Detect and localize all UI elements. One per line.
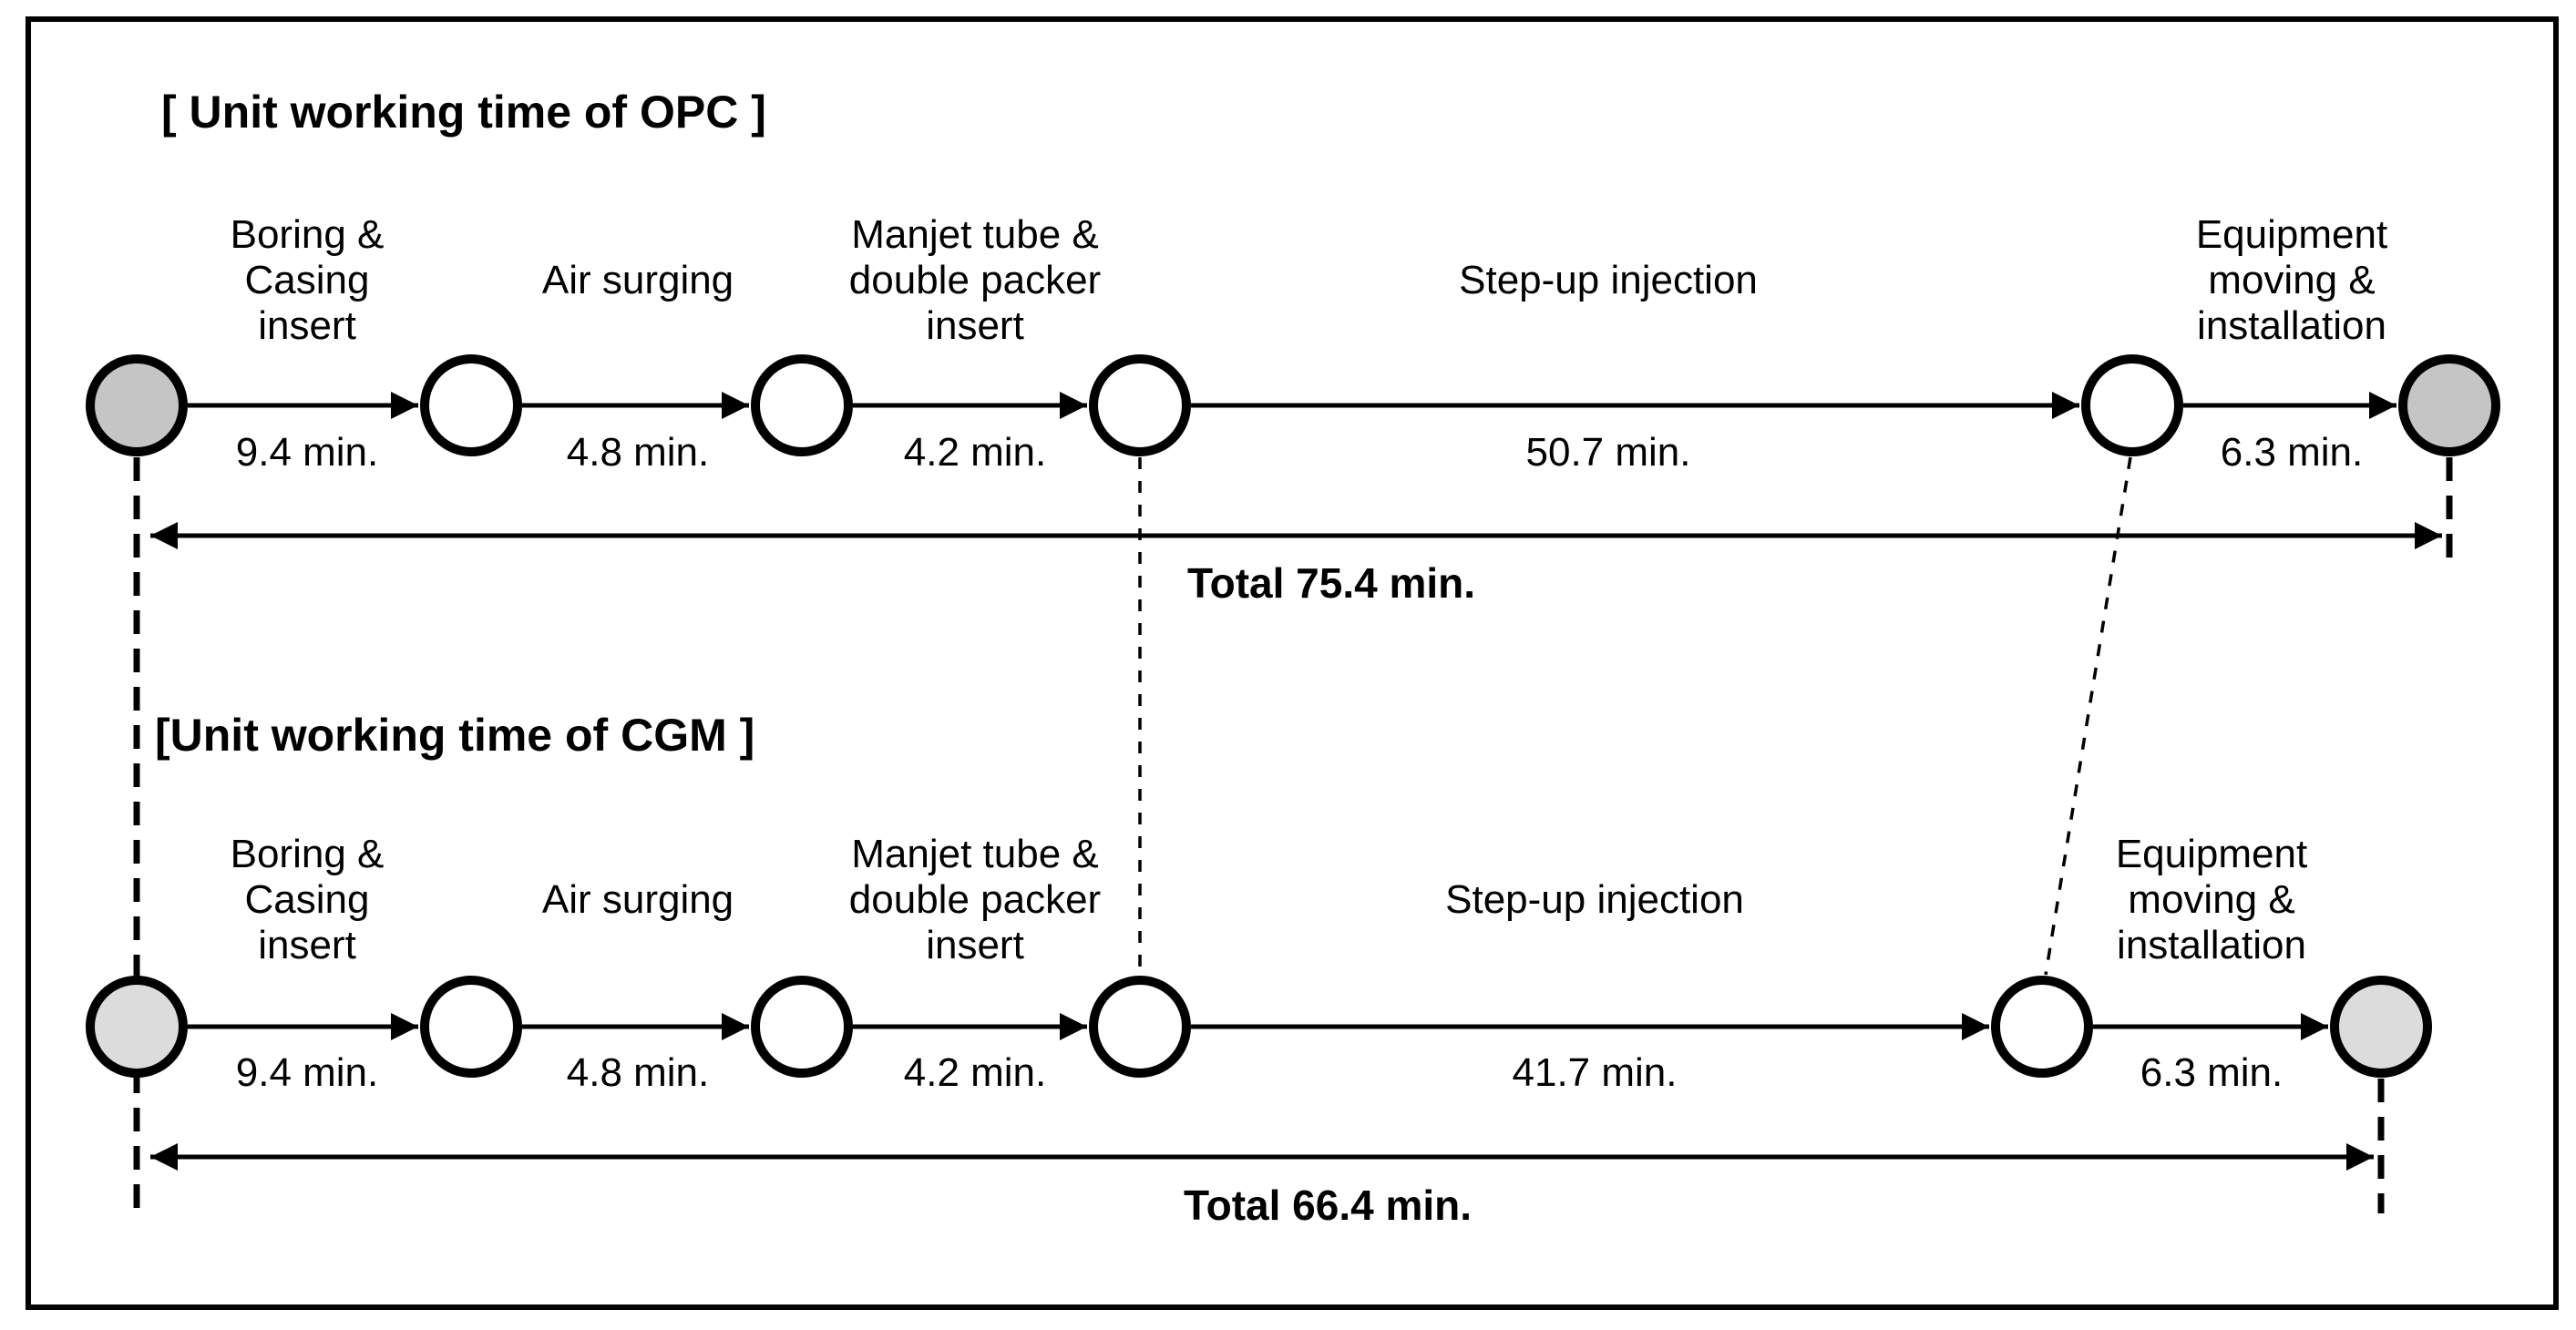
- opc-duration-step-up-injection: 50.7 min.: [1525, 430, 1691, 475]
- opc-duration-equipment-moving: 6.3 min.: [2220, 430, 2364, 475]
- opc-node-milestone-4: [2081, 354, 2183, 456]
- opc-step-label-air-surging: Air surging: [541, 258, 734, 302]
- opc-node-start: [86, 354, 188, 456]
- cgm-node-start: [86, 976, 188, 1078]
- opc-node-milestone-2: [751, 354, 853, 456]
- opc-step-label-manjet-tube: Manjet tube & double packer insert: [848, 212, 1102, 348]
- opc-duration-boring: 9.4 min.: [235, 430, 379, 475]
- cgm-node-end: [2330, 976, 2432, 1078]
- cgm-step-label-equipment-moving: Equipment moving & installation: [2115, 832, 2308, 967]
- cgm-step-label-boring: Boring & Casing insert: [230, 832, 385, 967]
- cgm-node-milestone-2: [751, 976, 853, 1078]
- cgm-total-label: Total 66.4 min.: [1183, 1182, 1473, 1229]
- opc-node-milestone-3: [1089, 354, 1191, 456]
- opc-step-label-boring: Boring & Casing insert: [230, 212, 385, 348]
- opc-duration-manjet-tube: 4.2 min.: [903, 430, 1047, 475]
- cgm-section-title: [Unit working time of CGM ]: [155, 710, 755, 761]
- opc-total-label: Total 75.4 min.: [1186, 559, 1476, 607]
- cgm-duration-air-surging: 4.8 min.: [566, 1050, 710, 1095]
- opc-step-label-step-up-injection: Step-up injection: [1459, 258, 1758, 302]
- cgm-step-label-air-surging: Air surging: [541, 877, 734, 922]
- opc-node-milestone-1: [420, 354, 522, 456]
- cgm-duration-boring: 9.4 min.: [235, 1050, 379, 1095]
- cgm-duration-manjet-tube: 4.2 min.: [903, 1050, 1047, 1095]
- cgm-node-milestone-3: [1089, 976, 1191, 1078]
- cgm-node-milestone-4: [1991, 976, 2093, 1078]
- dashed-link-injection-end-nodes: [2044, 456, 2132, 976]
- cgm-step-label-step-up-injection: Step-up injection: [1445, 877, 1744, 922]
- frame-border: [26, 16, 2559, 1310]
- opc-node-end: [2398, 354, 2500, 456]
- cgm-duration-step-up-injection: 41.7 min.: [1512, 1050, 1678, 1095]
- opc-step-label-equipment-moving: Equipment moving & installation: [2195, 212, 2388, 348]
- cgm-step-label-manjet-tube: Manjet tube & double packer insert: [848, 832, 1102, 967]
- cgm-duration-equipment-moving: 6.3 min.: [2140, 1050, 2284, 1095]
- cgm-node-milestone-1: [420, 976, 522, 1078]
- opc-duration-air-surging: 4.8 min.: [566, 430, 710, 475]
- opc-section-title: [ Unit working time of OPC ]: [161, 87, 766, 138]
